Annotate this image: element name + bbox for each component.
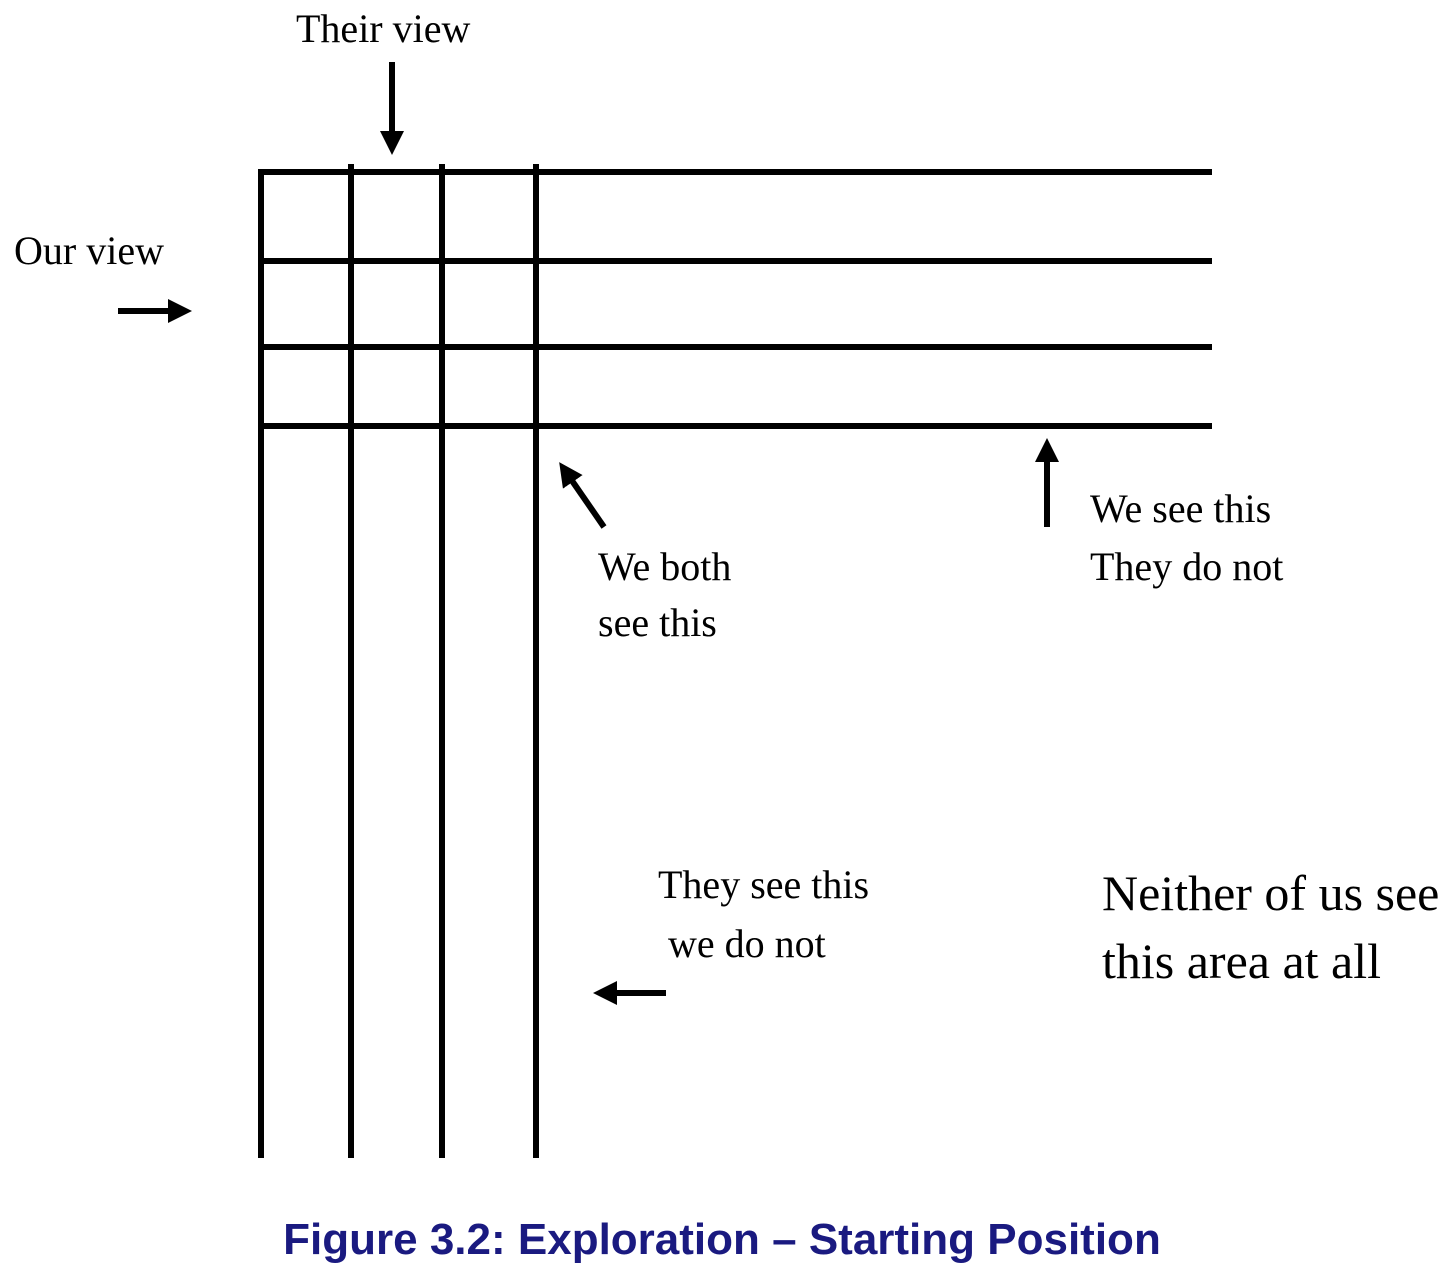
labels: Their view Our view We both see this We …	[14, 6, 1439, 989]
their-view-label: Their view	[296, 6, 470, 51]
neither-label-line-2: this area at all	[1102, 933, 1381, 989]
we-see-label-line-2: They do not	[1090, 544, 1283, 589]
we-both-arrow	[559, 462, 607, 529]
we-both-label-line-2: see this	[598, 600, 717, 645]
grid	[258, 164, 1212, 1158]
they-see-label-line-2: we do not	[668, 921, 826, 966]
neither-label-line-1: Neither of us see	[1102, 865, 1439, 921]
our-view-label: Our view	[14, 228, 164, 273]
we-see-label-line-1: We see this	[1090, 486, 1271, 531]
figure-caption: Figure 3.2: Exploration – Starting Posit…	[283, 1215, 1161, 1264]
they-see-label-line-1: They see this	[658, 862, 869, 907]
arrows	[118, 62, 1059, 1005]
we-both-label-line-1: We both	[598, 544, 731, 589]
